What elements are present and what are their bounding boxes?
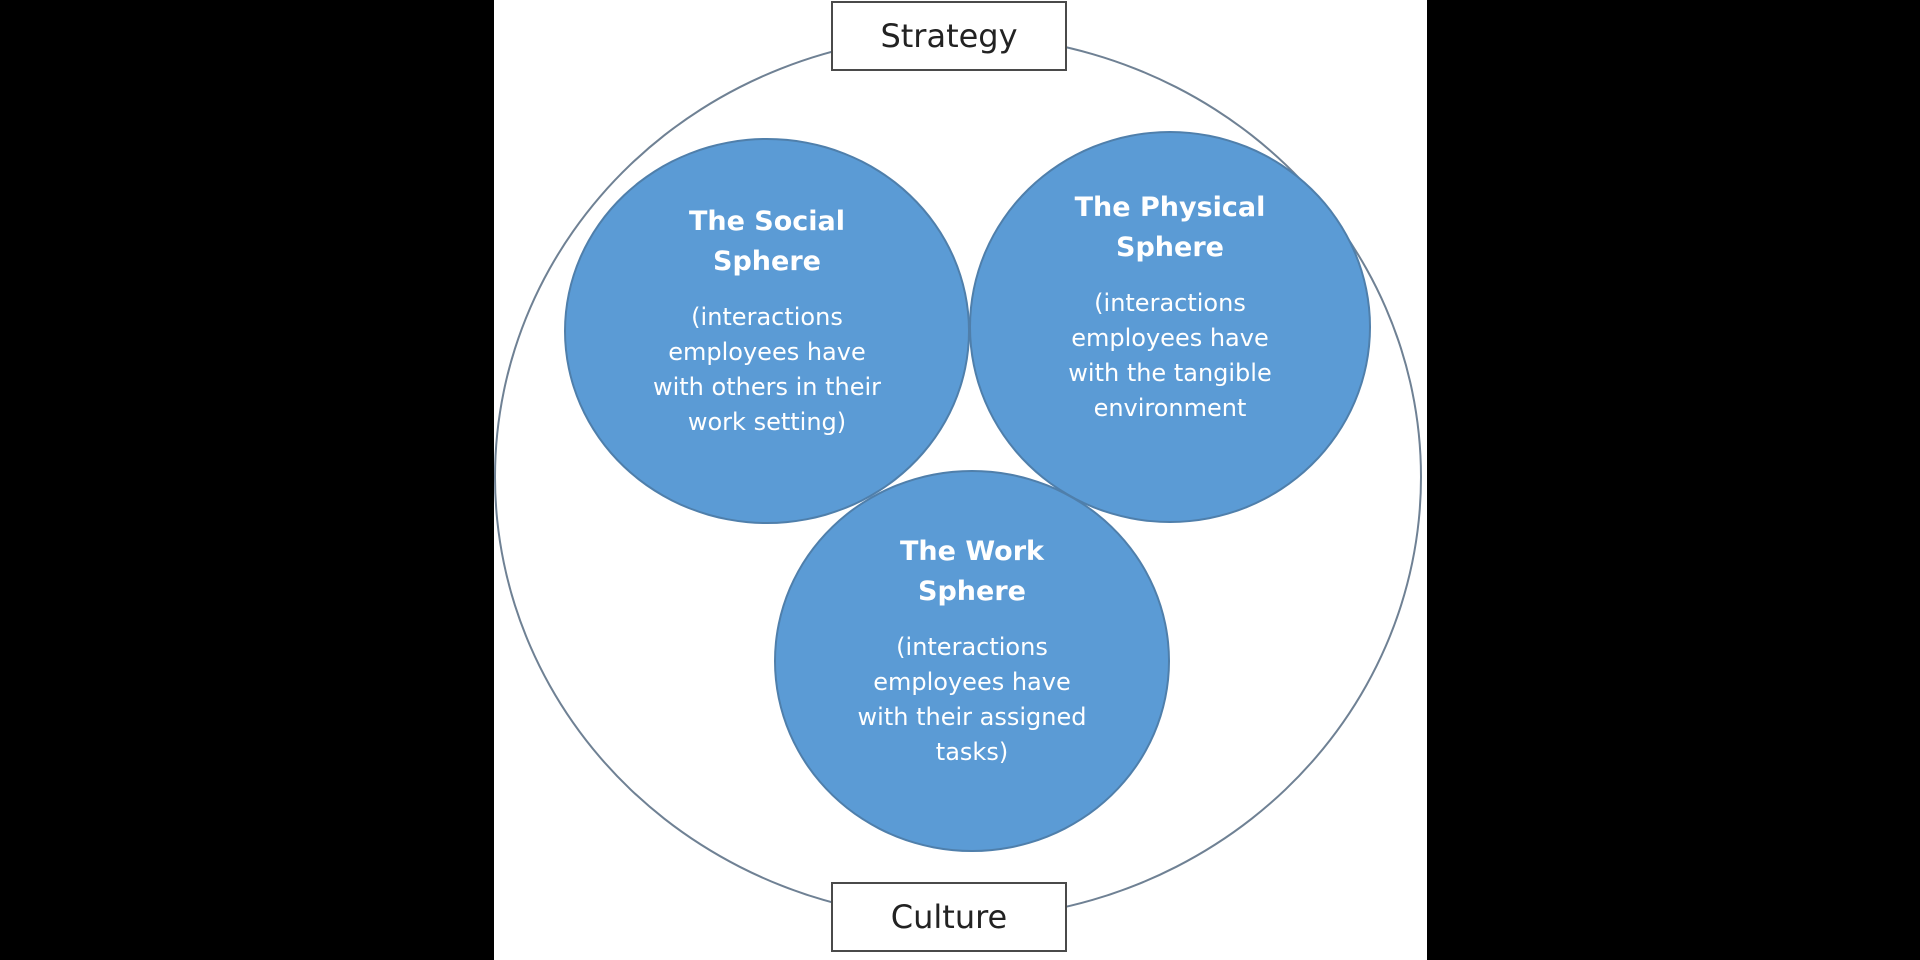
social-sphere-description: (interactions employees have with others… bbox=[652, 303, 882, 436]
work-sphere-title: The Work Sphere bbox=[900, 536, 1044, 607]
physical-sphere-description: (interactions employees have with the ta… bbox=[1068, 289, 1272, 422]
culture-label: Culture bbox=[831, 882, 1067, 952]
work-sphere-description: (interactions employees have with their … bbox=[857, 633, 1087, 766]
social-sphere-circle: The Social Sphere (interactions employee… bbox=[564, 138, 970, 524]
work-sphere-circle: The Work Sphere (interactions employees … bbox=[774, 470, 1170, 852]
physical-sphere-title: The Physical Sphere bbox=[1074, 192, 1266, 263]
physical-sphere-circle: The Physical Sphere (interactions employ… bbox=[969, 131, 1371, 523]
social-sphere-title: The Social Sphere bbox=[688, 206, 846, 277]
strategy-label: Strategy bbox=[831, 1, 1067, 71]
